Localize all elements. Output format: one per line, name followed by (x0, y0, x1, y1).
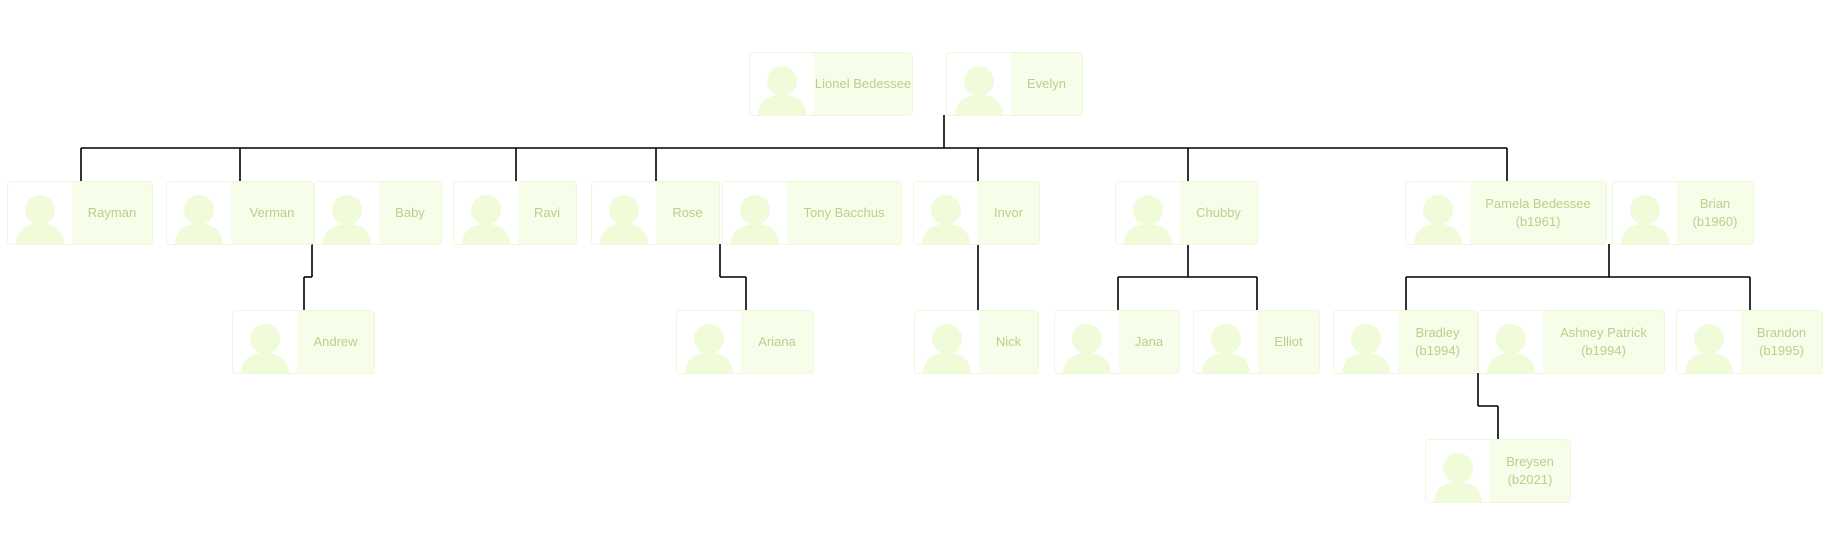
avatar-icon (1116, 182, 1180, 244)
person-name-block: Baby (379, 182, 441, 244)
person-name-block: Lionel Bedessee (814, 53, 912, 115)
person-name-block: Elliot (1258, 311, 1319, 373)
avatar-icon (8, 182, 72, 244)
person-card-bradley[interactable]: Bradley (b1994) (1333, 310, 1478, 374)
person-name-block: Brandon (b1995) (1741, 311, 1822, 373)
person-name: Pamela Bedessee (1485, 196, 1591, 211)
person-name: Chubby (1196, 205, 1241, 220)
person-card-jana[interactable]: Jana (1054, 310, 1180, 374)
person-name: Rayman (87, 205, 137, 220)
person-name: Andrew (313, 334, 358, 349)
person-name-block: Nick (979, 311, 1038, 373)
avatar-icon (315, 182, 379, 244)
avatar-icon (1613, 182, 1677, 244)
person-name: Ashney Patrick (1560, 325, 1647, 340)
person-name: Bradley (1415, 325, 1460, 340)
person-card-tony[interactable]: Tony Bacchus (722, 181, 902, 245)
avatar-icon (1334, 311, 1398, 373)
person-name-block: Bradley (b1994) (1398, 311, 1477, 373)
avatar-icon (723, 182, 787, 244)
person-card-baby[interactable]: Baby (314, 181, 442, 245)
person-name: Ravi (533, 205, 560, 220)
person-name-block: Jana (1119, 311, 1179, 373)
avatar-icon (1426, 440, 1490, 502)
person-name-block: Brian (b1960) (1677, 182, 1753, 244)
person-birth-year: (b1994) (1415, 343, 1460, 358)
person-name: Tony Bacchus (803, 205, 885, 220)
person-name: Elliot (1274, 334, 1303, 349)
person-card-evelyn[interactable]: Evelyn (946, 52, 1083, 116)
person-birth-year: (b1960) (1692, 214, 1738, 229)
person-card-rayman[interactable]: Rayman (7, 181, 153, 245)
person-name-block: Andrew (297, 311, 374, 373)
person-name: Rose (672, 205, 703, 220)
person-name-block: Rose (656, 182, 719, 244)
person-card-pamela[interactable]: Pamela Bedessee (b1961) (1405, 181, 1607, 245)
person-card-brandon[interactable]: Brandon (b1995) (1676, 310, 1823, 374)
person-card-breysen[interactable]: Breysen (b2021) (1425, 439, 1571, 503)
person-name: Nick (995, 334, 1022, 349)
person-card-rose[interactable]: Rose (591, 181, 720, 245)
avatar-icon (947, 53, 1011, 115)
avatar-icon (592, 182, 656, 244)
avatar-icon (233, 311, 297, 373)
person-name: Verman (249, 205, 295, 220)
person-birth-year: (b1995) (1759, 343, 1804, 358)
avatar-icon (677, 311, 741, 373)
avatar-icon (1677, 311, 1741, 373)
person-name-block: Chubby (1180, 182, 1257, 244)
person-card-ariana[interactable]: Ariana (676, 310, 814, 374)
person-name-block: Breysen (b2021) (1490, 440, 1570, 502)
avatar-icon (1194, 311, 1258, 373)
person-card-brian[interactable]: Brian (b1960) (1612, 181, 1754, 245)
person-card-nick[interactable]: Nick (914, 310, 1039, 374)
avatar-icon (915, 311, 979, 373)
person-name-block: Evelyn (1011, 53, 1082, 115)
person-name-block: Verman (231, 182, 313, 244)
avatar-icon (750, 53, 814, 115)
avatar-icon (914, 182, 978, 244)
person-card-andrew[interactable]: Andrew (232, 310, 375, 374)
person-birth-year: (b2021) (1507, 472, 1553, 487)
person-name: Jana (1134, 334, 1164, 349)
person-name: Breysen (1506, 454, 1554, 469)
person-name-block: Rayman (72, 182, 152, 244)
person-name-block: Tony Bacchus (787, 182, 901, 244)
person-name-block: Pamela Bedessee (b1961) (1470, 182, 1606, 244)
person-card-ravi[interactable]: Ravi (453, 181, 577, 245)
person-name: Brian (1699, 196, 1731, 211)
avatar-icon (167, 182, 231, 244)
person-name: Brandon (1756, 325, 1807, 340)
person-name: Ariana (758, 334, 796, 349)
person-name-block: Ravi (518, 182, 576, 244)
person-name: Invor (994, 205, 1023, 220)
person-card-chubby[interactable]: Chubby (1115, 181, 1258, 245)
person-name: Lionel Bedessee (814, 76, 912, 91)
person-card-elliot[interactable]: Elliot (1193, 310, 1320, 374)
person-card-verman[interactable]: Verman (166, 181, 314, 245)
person-name-block: Ashney Patrick (b1994) (1543, 311, 1664, 373)
avatar-icon (1406, 182, 1470, 244)
person-name-block: Ariana (741, 311, 813, 373)
person-birth-year: (b1961) (1515, 214, 1561, 229)
person-card-invor[interactable]: Invor (913, 181, 1040, 245)
person-birth-year: (b1994) (1581, 343, 1626, 358)
person-name-block: Invor (978, 182, 1039, 244)
avatar-icon (1055, 311, 1119, 373)
person-card-lionel[interactable]: Lionel Bedessee (749, 52, 913, 116)
avatar-icon (454, 182, 518, 244)
avatar-icon (1479, 311, 1543, 373)
person-name: Baby (395, 205, 425, 220)
person-name: Evelyn (1026, 76, 1067, 91)
person-card-ashney[interactable]: Ashney Patrick (b1994) (1478, 310, 1665, 374)
